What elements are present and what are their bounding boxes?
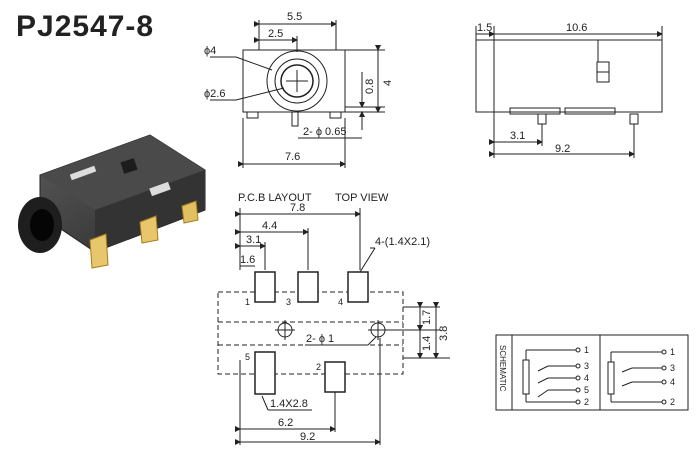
dim-7-6: 7.6	[285, 151, 300, 163]
pcb-layout	[217, 208, 450, 445]
pcb-layout-heading: P.C.B LAYOUT	[238, 192, 312, 204]
schematic-label: SCHEMATIC	[498, 345, 507, 392]
dim-9-2: 9.2	[555, 143, 570, 155]
schematic-box	[495, 334, 689, 411]
schematic-labels: SCHEMATIC 1 3 4 5 2 1 3 4 2	[498, 345, 675, 407]
pin-3-label: 3	[286, 297, 291, 307]
pcb-layout-labels: 7.8 4.4 3.1 1.6 4-(1.4X2.1) 1.7 1.4 3.8 …	[240, 202, 450, 443]
dim-pin-diameter: 2- ϕ 0.65	[303, 126, 346, 138]
front-view-labels: 5.5 2.5 ϕ4 ϕ2.6 0.8 4 2- ϕ 0.65 7.6	[204, 11, 394, 163]
dim-2-5: 2.5	[268, 28, 283, 40]
side-view	[475, 26, 663, 158]
pin-4-label: 4	[338, 297, 343, 307]
front-view	[210, 20, 385, 168]
pin-2-label: 2	[316, 362, 321, 372]
dim-1-6: 1.6	[240, 254, 255, 266]
schematic-terminals	[575, 347, 667, 405]
dim-3-8: 3.8	[438, 326, 450, 341]
dim-7-8: 7.8	[290, 202, 305, 214]
dim-1-4: 1.4	[421, 336, 433, 351]
sch-left-pin-5: 5	[584, 385, 589, 395]
dim-4-4: 4.4	[262, 220, 277, 232]
dim-0-8: 0.8	[364, 79, 376, 94]
sch-right-pin-3: 3	[670, 363, 675, 373]
sch-right-pin-4: 4	[670, 377, 675, 387]
top-view-heading: TOP VIEW	[335, 192, 389, 204]
pin-1-label: 1	[245, 297, 250, 307]
dim-3-1-pcb: 3.1	[246, 234, 261, 246]
sch-left-pin-1: 1	[584, 345, 589, 355]
dim-4: 4	[382, 80, 394, 86]
pin-5-label: 5	[245, 352, 250, 362]
side-view-labels: 1.5 10.6 3.1 9.2	[477, 22, 587, 155]
dim-3-1: 3.1	[510, 130, 525, 142]
dim-1-5: 1.5	[477, 22, 492, 34]
sch-right-pin-2: 2	[670, 397, 675, 407]
dim-phi-4: ϕ4	[204, 45, 216, 57]
sch-left-pin-4: 4	[584, 373, 589, 383]
dim-5-5: 5.5	[287, 11, 302, 23]
dim-6-2: 6.2	[278, 417, 293, 429]
dim-phi-2-6: ϕ2.6	[204, 88, 225, 100]
dim-pad-size: 4-(1.4X2.1)	[375, 236, 430, 248]
sch-left-pin-3: 3	[584, 361, 589, 371]
sch-right-pin-1: 1	[670, 347, 675, 357]
dim-9-2-pcb: 9.2	[300, 431, 315, 443]
part-number-title: PJ2547-8	[16, 10, 155, 43]
dim-1-7: 1.7	[421, 310, 433, 325]
dim-10-6: 10.6	[566, 22, 587, 34]
dim-pad-large: 1.4X2.8	[270, 398, 308, 410]
sch-left-pin-2: 2	[584, 397, 589, 407]
dim-hole-diameter: 2- ϕ 1	[306, 333, 334, 345]
product-photo	[18, 134, 206, 269]
